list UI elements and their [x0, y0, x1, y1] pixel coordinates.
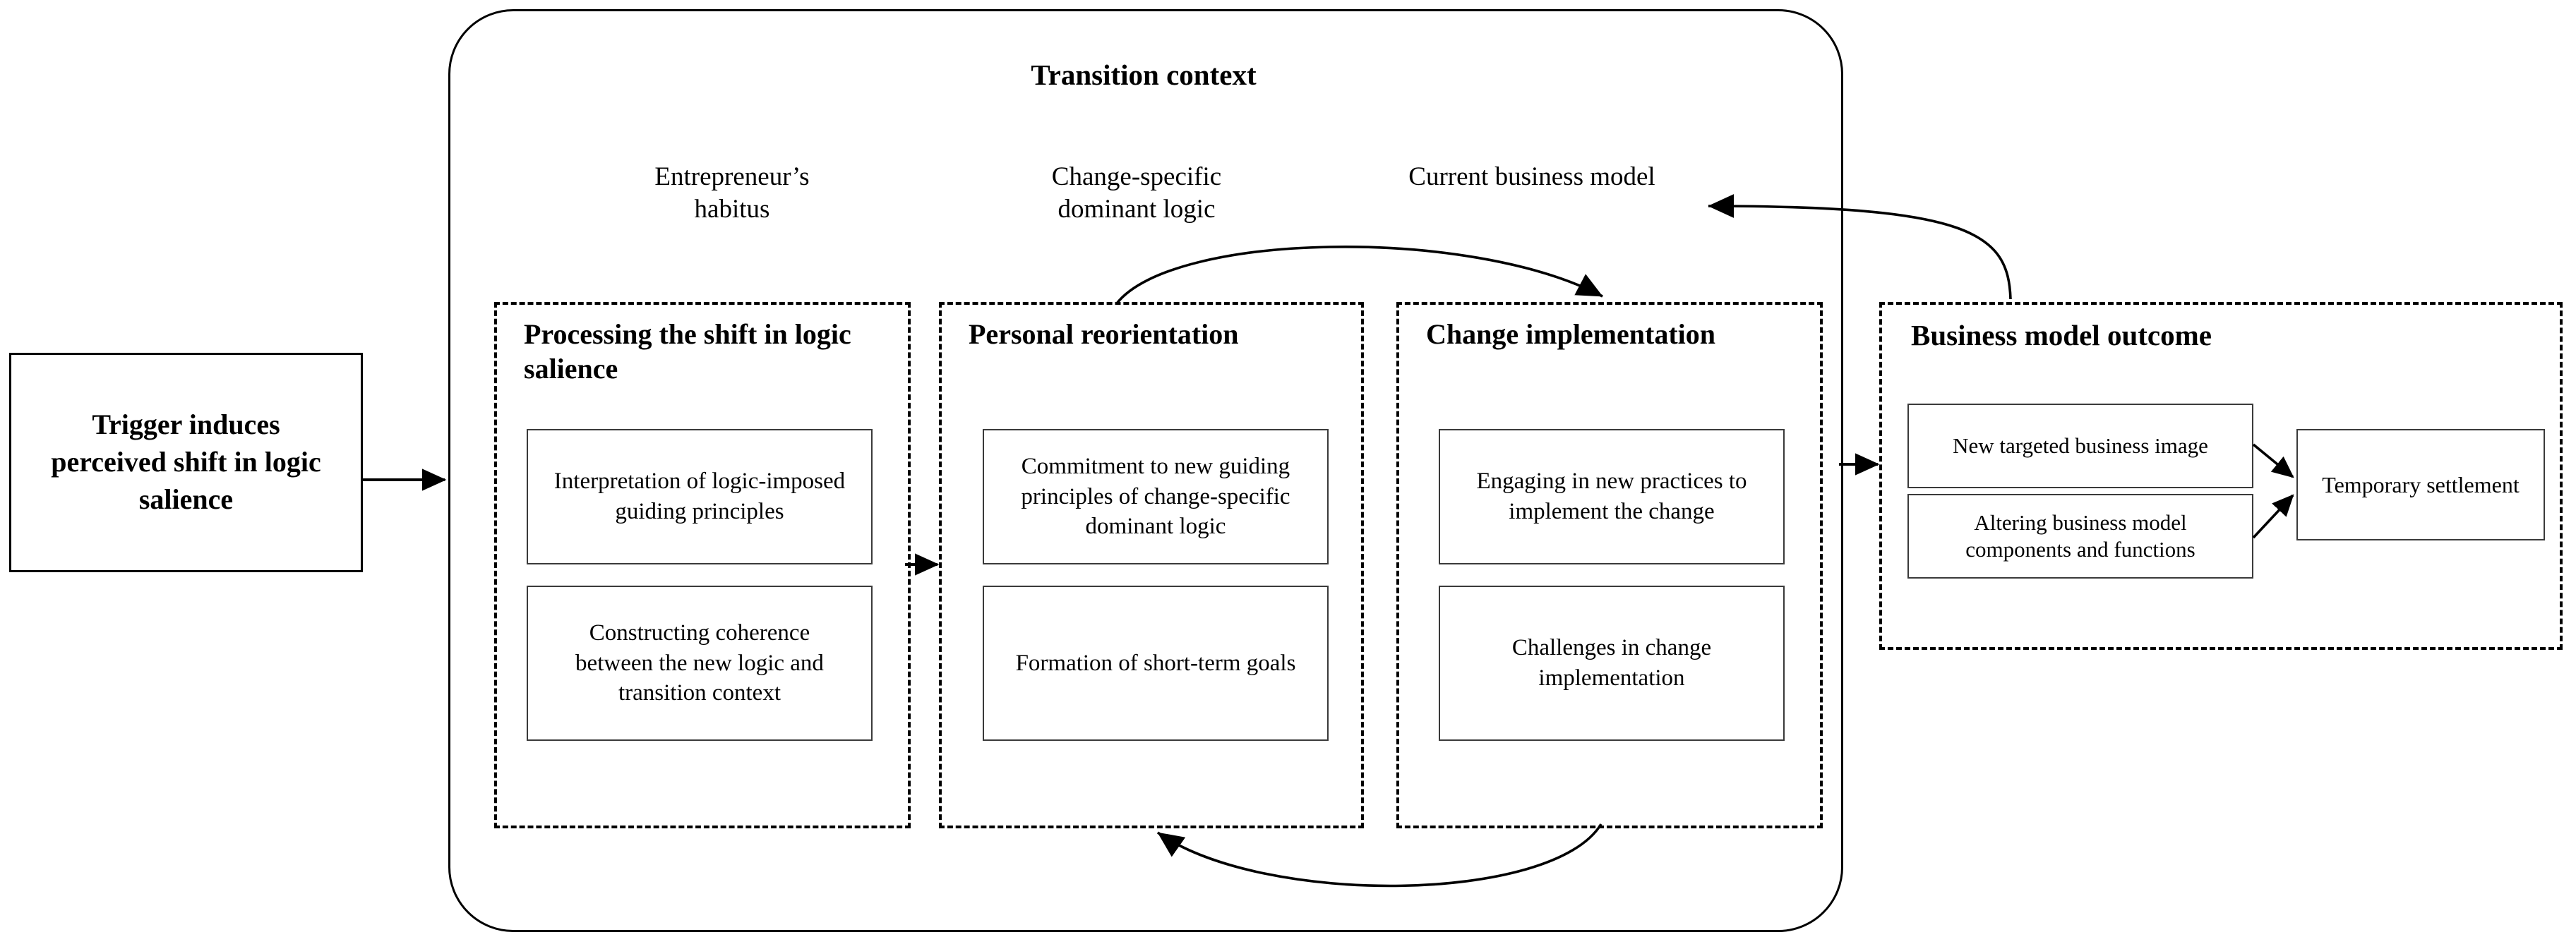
- heading-personal-reorientation: Personal reorientation: [969, 318, 1239, 350]
- box-label: Interpretation of logic-imposed guiding …: [553, 468, 846, 524]
- trigger-box: Trigger induces perceived shift in logic…: [9, 353, 363, 572]
- box-temporary-settlement: Temporary settlement: [2296, 429, 2545, 540]
- label-current-business-model: Current business model: [1408, 162, 1655, 191]
- box-challenges-in-change-implementation: Challenges in change implementation: [1439, 586, 1785, 741]
- trigger-label: Trigger induces perceived shift in logic…: [51, 409, 321, 515]
- label-change-specific-dominant-logic: Change-specific dominant logic: [1051, 162, 1222, 224]
- label-entrepreneurs-habitus: Entrepreneur’s habitus: [654, 162, 810, 224]
- column-change-implementation: [1396, 302, 1823, 828]
- column-business-model-outcome: [1879, 302, 2563, 650]
- box-label: New targeted business image: [1953, 433, 2208, 459]
- box-new-targeted-business-image: New targeted business image: [1907, 404, 2253, 488]
- box-label: Constructing coherence between the new l…: [575, 619, 824, 706]
- heading-business-model-outcome: Business model outcome: [1911, 319, 2212, 351]
- box-engaging-in-new-practices: Engaging in new practices to implement t…: [1439, 429, 1785, 564]
- transition-context-title: Transition context: [1031, 59, 1257, 91]
- box-formation-of-short-term-goals: Formation of short-term goals: [983, 586, 1329, 741]
- box-label: Engaging in new practices to implement t…: [1476, 468, 1747, 524]
- box-commitment-to-new-guiding-principles: Commitment to new guiding principles of …: [983, 429, 1329, 564]
- column-personal-reorientation: [939, 302, 1364, 828]
- box-altering-business-model-components: Altering business model components and f…: [1907, 494, 2253, 579]
- heading-processing-the-shift: Processing the shift in logic salience: [524, 318, 851, 385]
- box-interpretation-of-logic-imposed-guiding-principles: Interpretation of logic-imposed guiding …: [527, 429, 873, 564]
- box-label: Commitment to new guiding principles of …: [1021, 453, 1290, 540]
- box-label: Formation of short-term goals: [1015, 650, 1296, 676]
- box-label: Altering business model components and f…: [1965, 510, 2195, 562]
- box-label: Challenges in change implementation: [1511, 635, 1712, 691]
- box-constructing-coherence: Constructing coherence between the new l…: [527, 586, 873, 741]
- transition-context-container: [448, 9, 1843, 932]
- box-label: Temporary settlement: [2322, 471, 2520, 497]
- heading-change-implementation: Change implementation: [1426, 318, 1715, 350]
